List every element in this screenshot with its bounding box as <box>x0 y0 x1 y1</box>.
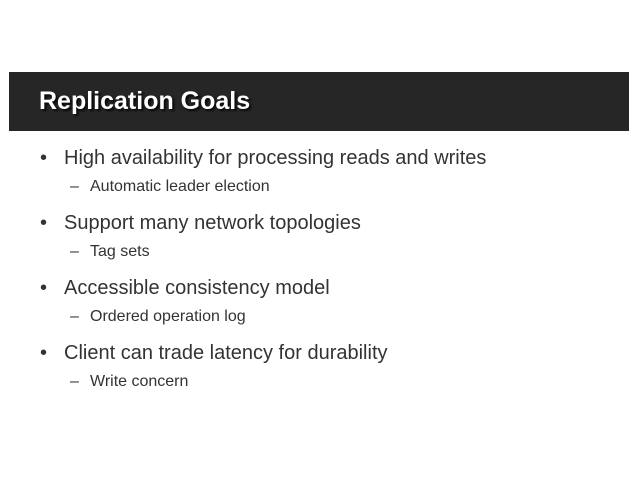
bullet-item: • High availability for processing reads… <box>40 145 620 171</box>
bullet-text: Support many network topologies <box>64 212 361 234</box>
sub-bullet-item: – Ordered operation log <box>40 307 620 327</box>
bullet-marker: • <box>40 277 48 299</box>
sub-bullet-item: – Automatic leader election <box>40 177 620 197</box>
bullet-item: • Accessible consistency model <box>40 275 620 301</box>
sub-bullet-text: Tag sets <box>90 243 150 260</box>
sub-bullet-text: Ordered operation log <box>90 308 246 325</box>
bullet-marker: • <box>40 212 48 234</box>
sub-bullet-marker: – <box>70 243 79 260</box>
sub-bullet-item: – Write concern <box>40 372 620 392</box>
sub-bullet-item: – Tag sets <box>40 242 620 262</box>
title-bar: Replication Goals <box>9 72 629 131</box>
bullet-marker: • <box>40 342 48 364</box>
bullet-list: • High availability for processing reads… <box>40 145 620 405</box>
bullet-text: High availability for processing reads a… <box>64 147 487 169</box>
bullet-item: • Client can trade latency for durabilit… <box>40 340 620 366</box>
bullet-text: Accessible consistency model <box>64 277 330 299</box>
bullet-item: • Support many network topologies <box>40 210 620 236</box>
sub-bullet-marker: – <box>70 373 79 390</box>
bullet-text: Client can trade latency for durability <box>64 342 388 364</box>
sub-bullet-marker: – <box>70 178 79 195</box>
bullet-marker: • <box>40 147 48 169</box>
sub-bullet-text: Automatic leader election <box>90 178 270 195</box>
sub-bullet-text: Write concern <box>90 373 189 390</box>
sub-bullet-marker: – <box>70 308 79 325</box>
slide-title: Replication Goals <box>39 87 251 115</box>
